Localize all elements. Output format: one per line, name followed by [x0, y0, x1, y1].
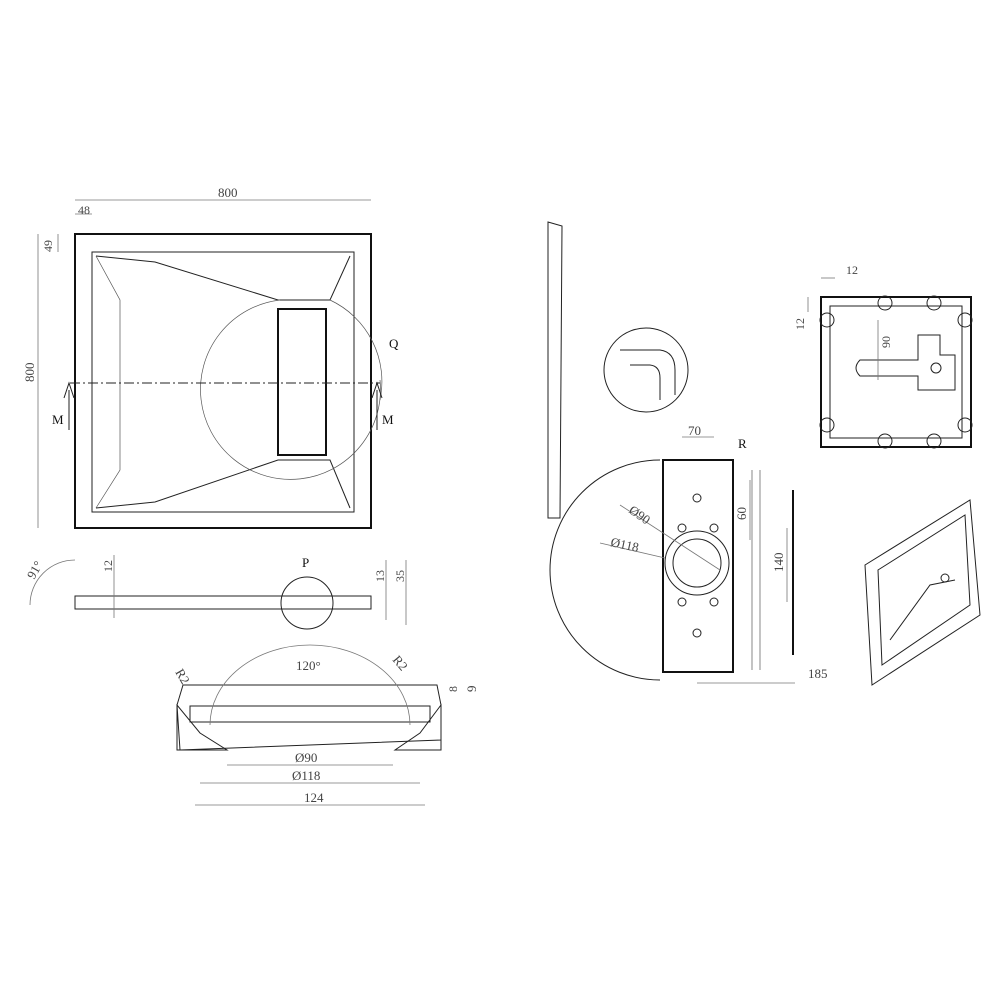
dia-90: Ø90: [295, 750, 317, 765]
dim-9: 9: [464, 686, 479, 693]
side-section-view: 91° 12 P 13 35: [24, 555, 407, 630]
drain-height-dim: 13: [373, 570, 387, 582]
isometric-view: [864, 499, 981, 686]
underside-view: 12 12 90: [793, 263, 973, 449]
dim-8: 8: [446, 686, 460, 692]
edge-y-dim: 49: [41, 240, 55, 252]
detail-p-label: P: [302, 555, 309, 570]
dim-60: 60: [734, 507, 749, 520]
dim-185: 185: [808, 666, 828, 681]
section-label-right: M: [382, 412, 394, 427]
top-height-dim: 800: [22, 363, 37, 383]
edge-x-dim: 48: [78, 203, 90, 217]
radius-right: R2: [390, 652, 411, 673]
radius-left: R2: [172, 666, 193, 687]
side-angle: 91°: [24, 558, 46, 581]
plate-width: 70: [688, 423, 701, 438]
detail-r-view: 70 R Ø90 Ø118 60 140 185: [549, 423, 828, 684]
underside-dim-90: 90: [879, 336, 893, 348]
drain-detail-section: R2 R2 120° 8 9 Ø90 Ø118 124: [172, 644, 479, 806]
underside-edge-y: 12: [793, 318, 807, 330]
width-124: 124: [304, 790, 324, 805]
total-height-dim: 35: [393, 570, 407, 582]
r-dia-118: Ø118: [609, 534, 640, 555]
rim-dim: 12: [101, 560, 115, 572]
section-label-left: M: [52, 412, 64, 427]
detail-r-label: R: [738, 436, 747, 451]
underside-edge-x: 12: [846, 263, 858, 277]
detail-corner-view: [603, 327, 689, 413]
dia-118: Ø118: [292, 768, 320, 783]
detail-q-label: Q: [389, 336, 399, 351]
top-width-dim: 800: [218, 185, 238, 200]
elevation-view: [547, 221, 563, 519]
drain-angle: 120°: [296, 658, 321, 673]
top-view: 800 48 49 800 M M Q: [22, 185, 399, 529]
dim-140: 140: [771, 553, 786, 573]
